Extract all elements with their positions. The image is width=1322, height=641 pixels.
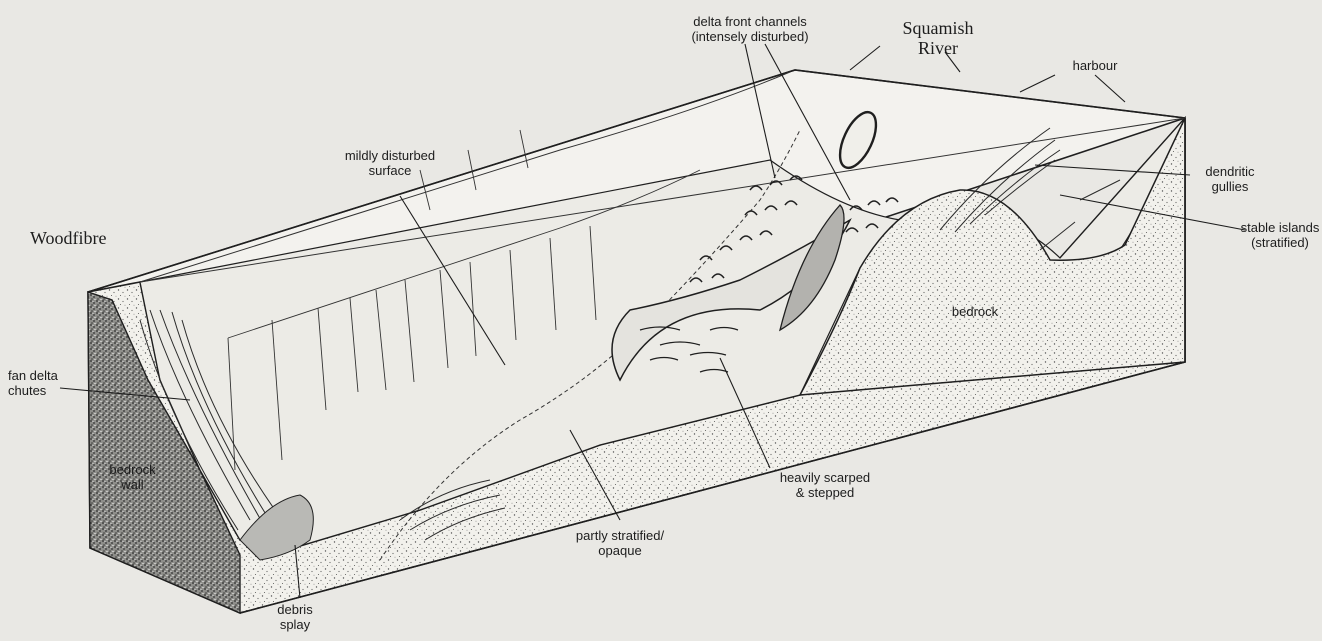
block-diagram [0, 0, 1322, 641]
